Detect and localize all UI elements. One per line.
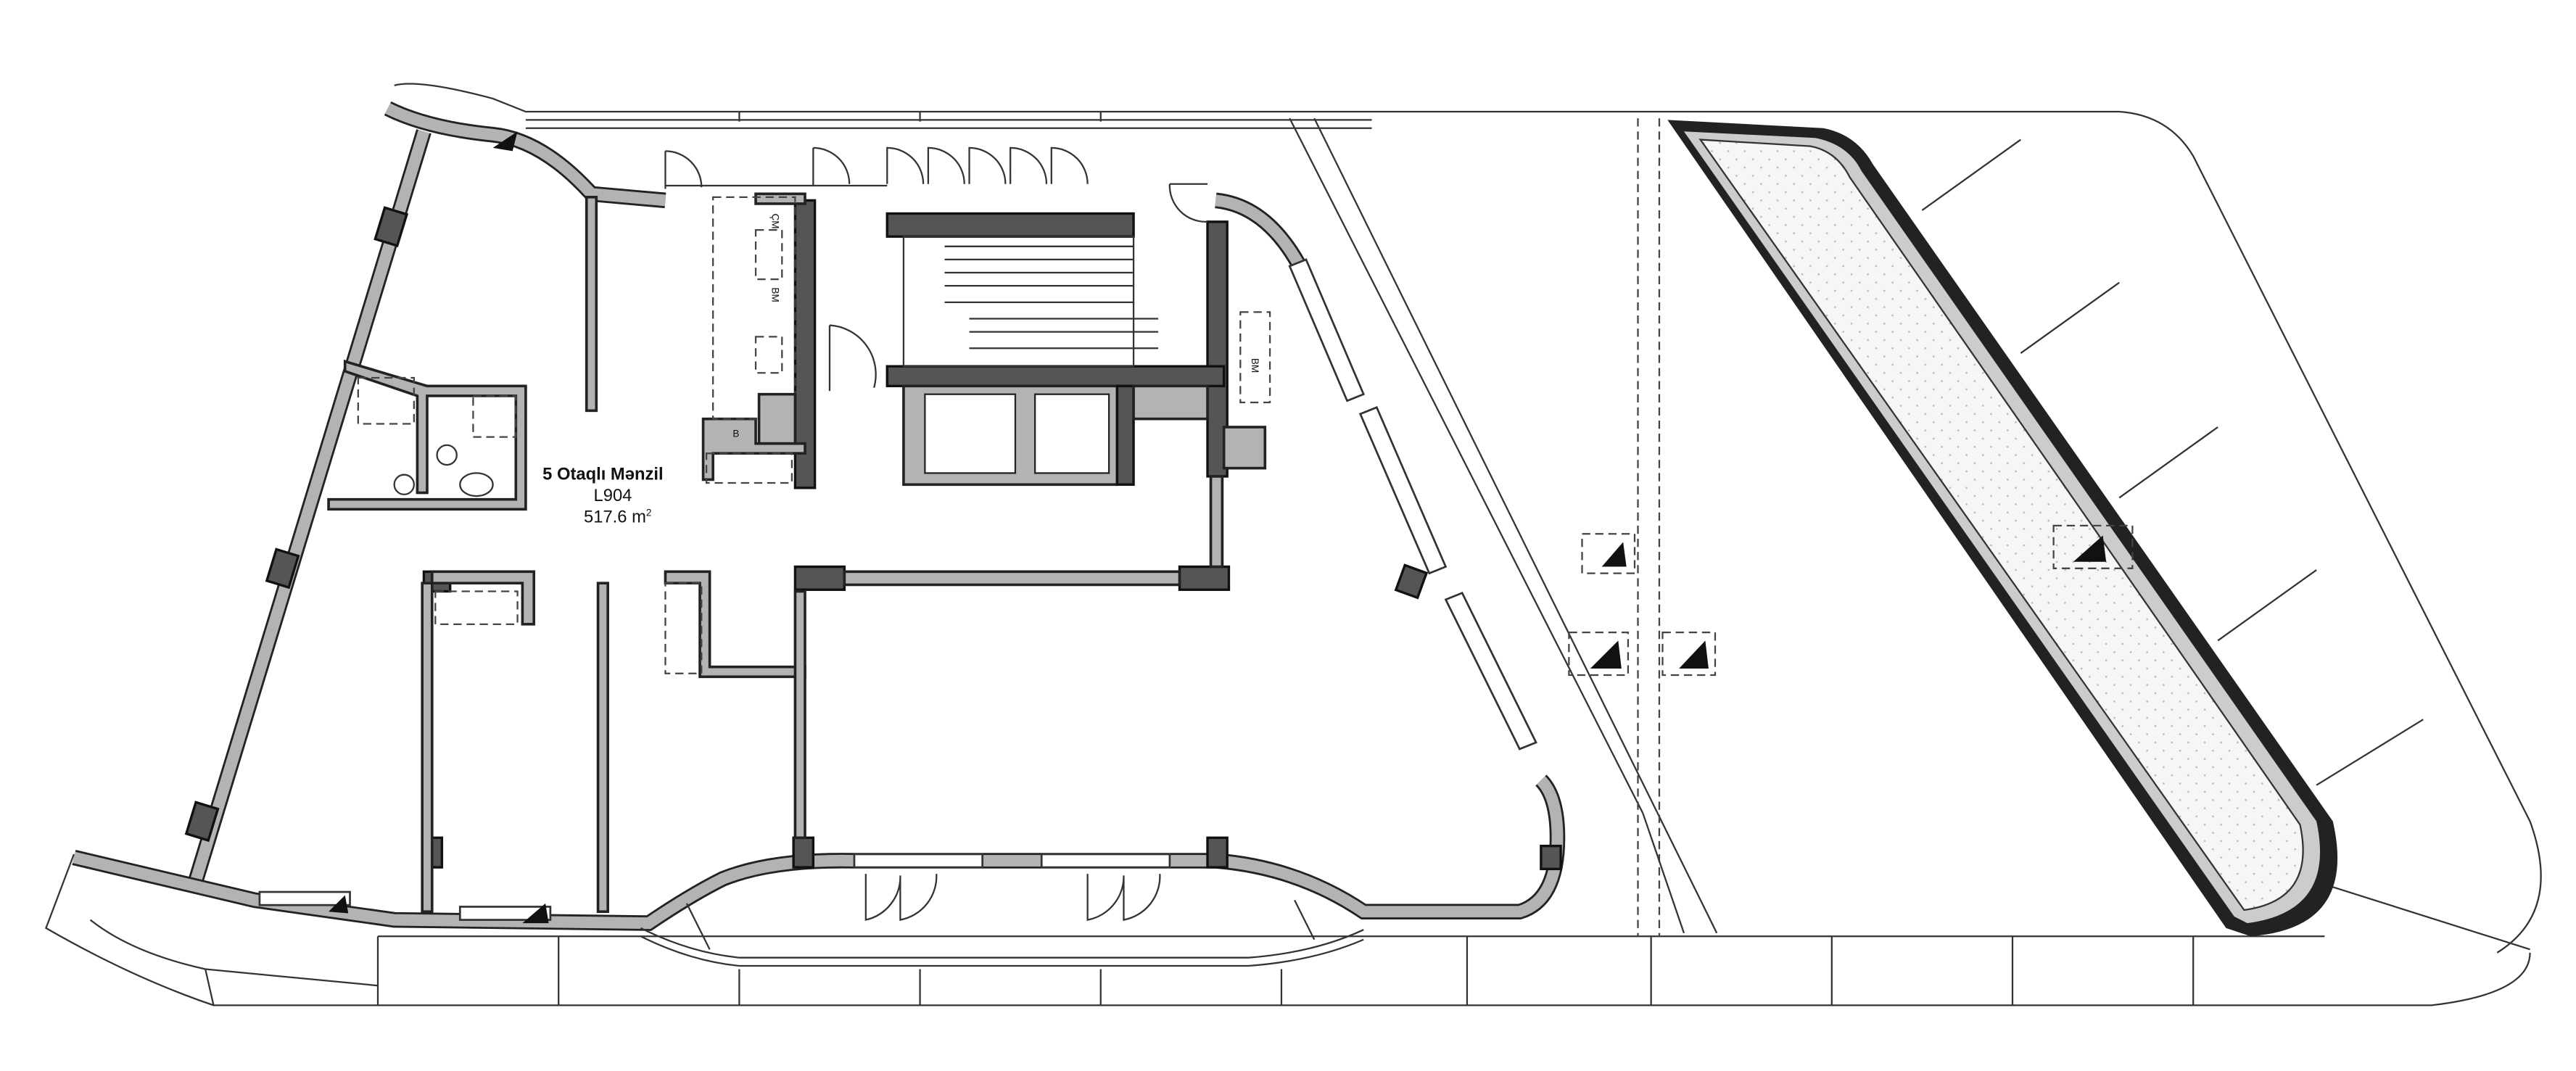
unit-area-value: 517.6 m: [584, 507, 646, 526]
doors: [329, 131, 1316, 950]
exterior-walls: [72, 101, 1566, 967]
unit-code: L904: [594, 486, 632, 505]
kitchen-left: ÇM BM B: [732, 214, 797, 445]
bathrooms: [327, 359, 527, 511]
site-outline: [45, 83, 2542, 1006]
columns: [184, 206, 1562, 871]
unit-area: 517.6 m2: [584, 507, 651, 526]
unit-title: 5 Otaqlı Mənzil: [542, 464, 663, 484]
street-lines: [1289, 117, 1718, 937]
unit-area-exponent: 2: [646, 507, 652, 518]
dishwasher-label: BM: [770, 287, 781, 302]
interior-walls: [421, 192, 806, 914]
glazing: [258, 258, 1537, 921]
laundry-label: B: [732, 429, 739, 439]
dishwasher-label: BM: [1250, 358, 1260, 373]
planter: [1667, 120, 2338, 937]
kitchen-right: BM: [1239, 311, 1271, 404]
stairs: [902, 236, 1159, 368]
elevators: [902, 384, 1135, 487]
building-core: [793, 199, 1267, 591]
fridge-label: ÇM: [770, 214, 781, 229]
unit-label: 5 Otaqlı Mənzil L904 517.6 m2: [542, 464, 663, 526]
